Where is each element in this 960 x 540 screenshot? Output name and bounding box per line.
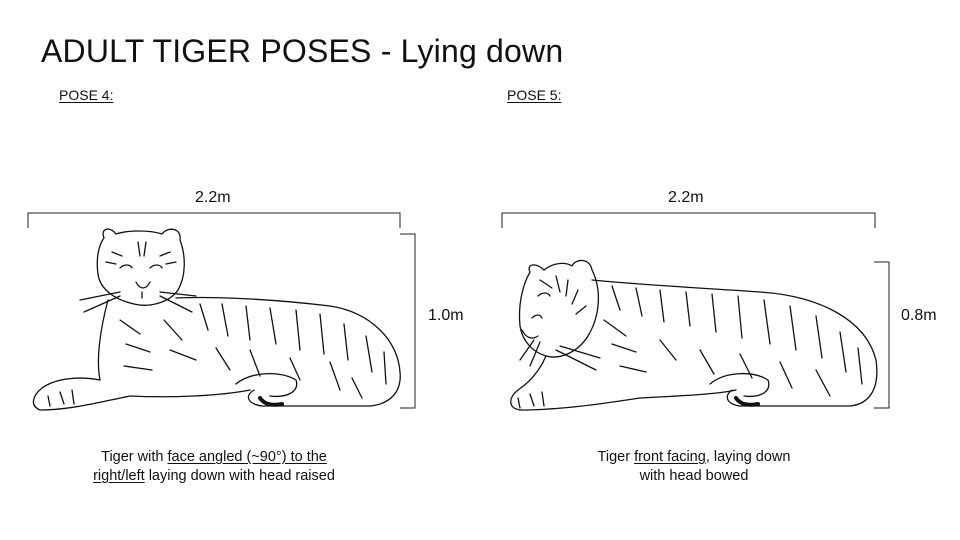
pose-4-height-bracket [400,233,416,409]
pose-5-width-bracket [501,212,876,228]
pose-4-caption: Tiger with face angled (~90°) to the rig… [44,448,384,486]
pose-5-caption-prefix: Tiger [597,449,635,465]
pose-5-width-label: 2.2m [668,189,704,206]
pose-5-caption-underlined: front facing [634,449,706,465]
page-title: ADULT TIGER POSES - Lying down [41,33,564,69]
tiger-pose-4-illustration [32,228,401,411]
pose-4-caption-underlined-2: right/left [93,468,145,484]
pose-4-width-bracket [27,212,401,228]
pose-5-label: POSE 5: [507,87,562,103]
pose-4-label: POSE 4: [59,87,114,103]
pose-4-caption-underlined-1: face angled (~90°) to the [167,449,327,465]
pose-5-height-label: 0.8m [901,307,937,324]
tiger-pose-5-illustration [510,259,878,411]
pose-5-caption-suffix: , laying down [705,449,791,465]
pose-4-caption-suffix: laying down with head raised [144,468,335,484]
pose-4-caption-prefix: Tiger with [101,449,168,465]
pose-4-width-label: 2.2m [195,189,231,206]
pose-4-height-label: 1.0m [428,307,464,324]
pose-5-caption-line-2: with head bowed [639,468,749,484]
pose-5-caption: Tiger front facing, laying down with hea… [524,448,864,486]
pose-5-height-bracket [874,261,890,409]
